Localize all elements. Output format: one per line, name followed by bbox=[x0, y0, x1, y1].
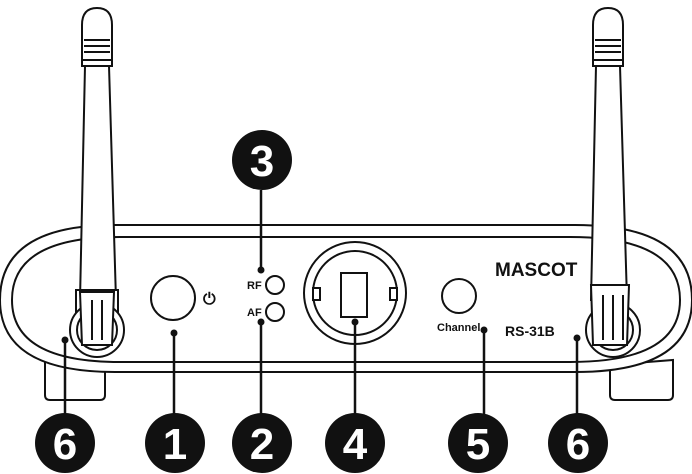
svg-text:3: 3 bbox=[250, 137, 274, 186]
svg-text:1: 1 bbox=[163, 420, 187, 469]
right-antenna bbox=[585, 6, 641, 358]
af-label: AF bbox=[247, 307, 262, 319]
svg-text:6: 6 bbox=[566, 420, 590, 469]
audio-output-jack[interactable] bbox=[303, 241, 407, 345]
leader-lines bbox=[63, 190, 579, 430]
callout-1: 1 bbox=[145, 413, 205, 473]
svg-text:2: 2 bbox=[250, 420, 274, 469]
callout-2: 2 bbox=[232, 413, 292, 473]
callout-4: 4 bbox=[325, 413, 385, 473]
callout-6-left: 6 bbox=[35, 413, 95, 473]
right-foot bbox=[609, 358, 674, 401]
power-button[interactable] bbox=[150, 275, 196, 321]
svg-text:6: 6 bbox=[53, 420, 77, 469]
left-antenna bbox=[69, 6, 125, 358]
brand-logo: MASCOT bbox=[495, 260, 578, 281]
rf-label: RF bbox=[247, 280, 262, 292]
power-icon: ⏻ bbox=[203, 291, 216, 308]
callout-5: 5 bbox=[448, 413, 508, 473]
callout-6-right: 6 bbox=[548, 413, 608, 473]
callout-3: 3 bbox=[232, 130, 292, 190]
channel-label: Channel bbox=[437, 322, 480, 334]
model-name: RS-31B bbox=[505, 323, 555, 339]
leader-dots bbox=[61, 266, 581, 344]
channel-button[interactable] bbox=[441, 278, 477, 314]
rf-led bbox=[265, 275, 285, 295]
svg-text:5: 5 bbox=[466, 420, 490, 469]
af-led bbox=[265, 302, 285, 322]
svg-text:4: 4 bbox=[343, 420, 368, 469]
